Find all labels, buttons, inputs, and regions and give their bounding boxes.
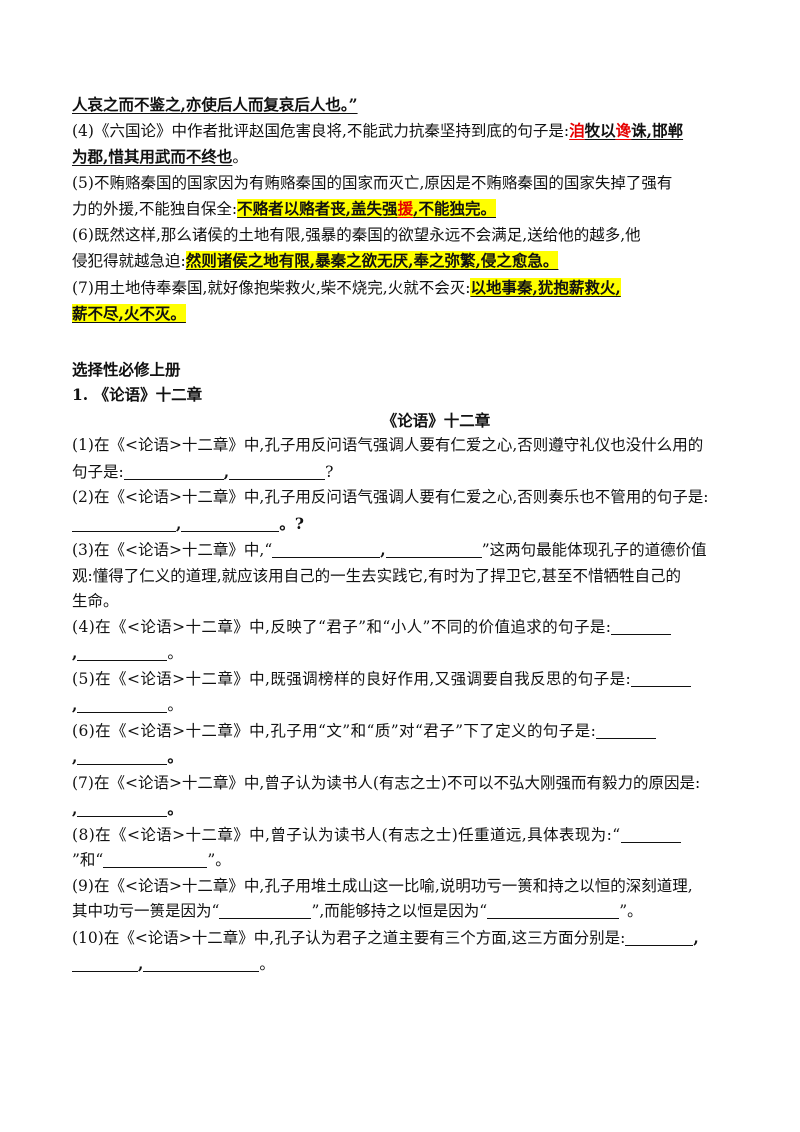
answer-blank[interactable] bbox=[77, 644, 168, 661]
answer-blank[interactable] bbox=[181, 515, 280, 532]
question-1-line1: (1)在《<论语>十二章》中,孔子用反问语气强调人要有仁爱之心,否则遵守礼仪也没… bbox=[72, 436, 704, 454]
answer-blank[interactable] bbox=[625, 929, 694, 946]
question-5-line2: ,。 bbox=[72, 695, 183, 714]
answer-char-ji: 洎 bbox=[569, 120, 585, 140]
answer-highlight: 薪不尽,火不灭。 bbox=[72, 304, 186, 323]
question-3-line1: (3)在《<论语>十二章》中,“,”这两句最能体现孔子的道德价值 bbox=[72, 540, 707, 559]
question-3-line3: 生命。 bbox=[72, 592, 119, 610]
question-2-line1: (2)在《<论语>十二章》中,孔子用反问语气强调人要有仁爱之心,否则奏乐也不管用… bbox=[72, 488, 709, 506]
question-8-line2: ”和“”。 bbox=[72, 851, 231, 869]
item-4-question: (4)《六国论》中作者批评赵国危害良将,不能武力抗秦坚持到底的句子是: bbox=[72, 121, 570, 140]
answer-highlight: ,不能独完。 bbox=[413, 199, 496, 218]
answer-blank[interactable] bbox=[596, 722, 657, 739]
section-subheading: 1. 《论语》十二章 bbox=[72, 385, 203, 404]
answer-blank[interactable] bbox=[143, 955, 260, 972]
document-page: 人哀之而不鉴之,亦使后人而复哀后人也。” (4)《六国论》中作者批评赵国危害良将… bbox=[72, 92, 800, 978]
answer-blank[interactable] bbox=[611, 618, 672, 635]
question-1-line2: 句子是:,? bbox=[72, 461, 334, 481]
answer-char-yuan: 援 bbox=[397, 199, 414, 218]
question-6-line1: (6)在《<论语>十二章》中,孔子用“文”和“质”对“君子”下了定义的句子是: bbox=[72, 719, 800, 745]
answer-text: 诛 bbox=[631, 120, 647, 140]
answer-blank[interactable] bbox=[123, 463, 224, 480]
question-9-line1: (9)在《<论语>十二章》中,孔子用堆土成山这一比喻,说明功亏一篑和持之以恒的深… bbox=[72, 876, 693, 895]
question-2-line2: ,。? bbox=[72, 511, 800, 538]
answer-blank[interactable] bbox=[103, 851, 208, 868]
quote-ending-line: 人哀之而不鉴之,亦使后人而复哀后人也。” bbox=[72, 95, 358, 114]
answer-blank[interactable] bbox=[487, 902, 620, 919]
question-4-line1: (4)在《<论语>十二章》中,反映了“君子”和“小人”不同的价值追求的句子是: bbox=[72, 615, 800, 641]
question-3-line2: 观:懂得了仁义的道理,就应该用自己的一生去实践它,有时为了捍卫它,甚至不惜牺牲自… bbox=[72, 566, 682, 585]
answer-blank[interactable] bbox=[219, 902, 312, 919]
section-heading: 选择性必修上册 bbox=[72, 359, 181, 379]
item-6-line1: (6)既然这样,那么诸侯的土地有限,强暴的秦国的欲望永远不会满足,送给他的越多,… bbox=[72, 225, 641, 244]
answer-blank[interactable] bbox=[72, 955, 138, 972]
item-7-question: (7)用土地侍奉秦国,就好像抱柴救火,柴不烧完,火就不会灭: bbox=[72, 278, 471, 297]
item-7-line1: (7)用土地侍奉秦国,就好像抱柴救火,柴不烧完,火就不会灭:以地事秦,犹抱薪救火… bbox=[72, 275, 800, 302]
answer-text: 为郡,惜其用武而不终也 bbox=[72, 147, 233, 166]
item-4-line2: 为郡,惜其用武而不终也。 bbox=[72, 144, 800, 171]
answer-text: ,邯郸 bbox=[646, 120, 684, 140]
answer-blank[interactable] bbox=[77, 748, 168, 765]
item-6-line2: 侵犯得就越急迫:然则诸侯之地有限,暴秦之欲无厌,奉之弥繁,侵之愈急。 bbox=[72, 248, 800, 275]
page-title: 《论语》十二章 bbox=[381, 410, 491, 430]
answer-blank[interactable] bbox=[631, 670, 692, 687]
question-5-line1: (5)在《<论语>十二章》中,既强调榜样的良好作用,又强调要自我反思的句子是: bbox=[72, 667, 800, 693]
question-4-line2: ,。 bbox=[72, 643, 183, 662]
question-9-line2: 其中功亏一篑是因为“”,而能够持之以恒是因为“”。 bbox=[72, 902, 643, 920]
item-5-line1: (5)不贿赂秦国的国家因为有贿赂秦国的国家而灭亡,原因是不贿赂秦国的国家失掉了强… bbox=[72, 173, 673, 192]
question-10-line2: ,。 bbox=[72, 951, 800, 978]
answer-text: 牧以 bbox=[584, 120, 616, 140]
item-5-question: 力的外援,不能独自保全: bbox=[72, 200, 238, 218]
answer-blank[interactable] bbox=[620, 826, 681, 843]
answer-highlight: 以地事秦,犹抱薪救火, bbox=[470, 277, 621, 297]
answer-char-chan: 谗 bbox=[615, 120, 632, 140]
item-5-line2: 力的外援,不能独自保全:不赂者以赂者丧,盖失强援,不能独完。 bbox=[72, 196, 800, 223]
answer-blank[interactable] bbox=[77, 800, 168, 817]
answer-blank[interactable] bbox=[385, 541, 482, 558]
item-6-question: 侵犯得就越急迫: bbox=[72, 252, 186, 270]
answer-highlight: 不赂者以赂者丧,盖失强 bbox=[237, 199, 398, 218]
question-10-line1: (10)在《<论语>十二章》中,孔子认为君子之道主要有三个方面,这三方面分别是:… bbox=[72, 927, 699, 947]
answer-blank[interactable] bbox=[77, 696, 168, 713]
question-7-line1: (7)在《<论语>十二章》中,曾子认为读书人(有志之士)不可以不弘大刚强而有毅力… bbox=[72, 773, 701, 792]
question-7-line2: ,。 bbox=[72, 799, 183, 818]
item-7-line2: 薪不尽,火不灭。 bbox=[72, 301, 800, 328]
answer-blank[interactable] bbox=[72, 515, 176, 532]
question-8-line1: (8)在《<论语>十二章》中,曾子认为读书人(有志之士)任重道远,具体表现为:“ bbox=[72, 823, 800, 849]
answer-blank[interactable] bbox=[229, 463, 326, 480]
question-6-line2: ,。 bbox=[72, 747, 183, 766]
item-4-liuguolun: (4)《六国论》中作者批评赵国危害良将,不能武力抗秦坚持到底的句子是:洎牧以谗诛… bbox=[72, 118, 800, 145]
answer-highlight: 然则诸侯之地有限,暴秦之欲无厌,奉之弥繁,侵之愈急。 bbox=[185, 251, 559, 270]
period: 。 bbox=[232, 148, 248, 166]
answer-blank[interactable] bbox=[272, 541, 381, 558]
